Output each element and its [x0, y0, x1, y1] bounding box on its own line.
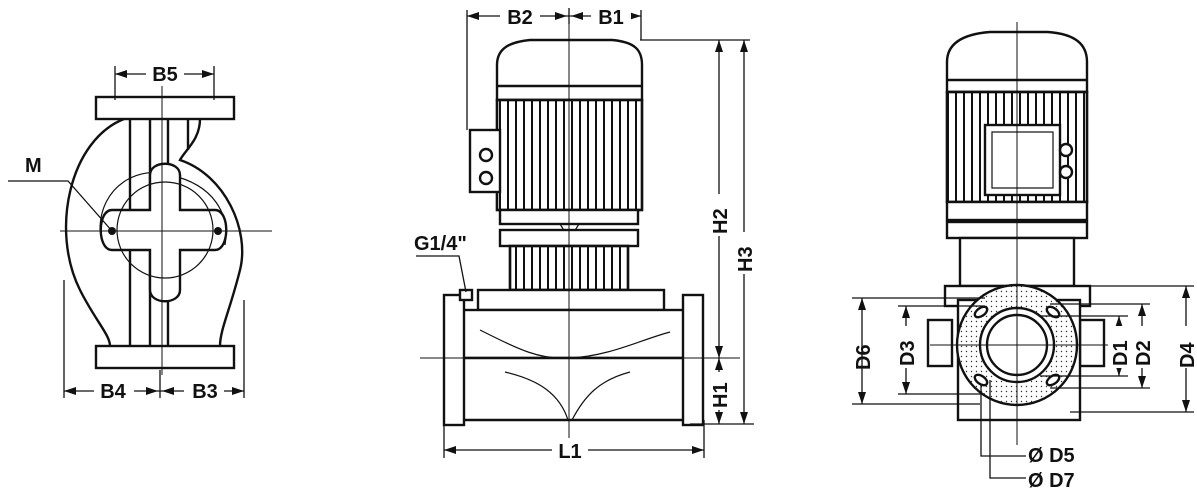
label-b1: B1 [598, 7, 624, 29]
label-b2: B2 [507, 7, 533, 29]
pump-housing-lower [458, 356, 687, 422]
label-b4: B4 [100, 381, 126, 403]
middle-view-pump: B2 B1 G1/4" L1 H2 H3 H1 [414, 4, 757, 463]
label-h1: H1 [710, 382, 732, 408]
label-d4: D4 [1177, 342, 1197, 368]
label-b3: B3 [192, 381, 218, 403]
label-d2: D2 [1133, 340, 1155, 366]
label-d5: Ø D5 [1028, 445, 1075, 467]
pump-housing-upper [458, 308, 687, 360]
right-flange [681, 293, 705, 427]
label-b5: B5 [152, 64, 178, 86]
label-d6: D6 [853, 344, 875, 370]
label-h2: H2 [710, 208, 732, 234]
terminal-box-front [983, 123, 1062, 197]
label-m: M [25, 155, 42, 177]
bottom-flange [94, 344, 236, 370]
top-flange [94, 95, 236, 121]
label-d1: D1 [1110, 340, 1132, 366]
label-g14: G1/4" [414, 233, 467, 255]
label-h3: H3 [735, 246, 757, 272]
left-flange [442, 293, 466, 427]
label-d3: D3 [897, 340, 919, 366]
left-view-casing: B5 M B4 B3 [8, 62, 272, 403]
right-view-pump: D6 D3 D1 D2 D4 Ø D5 Ø [852, 22, 1197, 492]
cross-body [99, 162, 228, 303]
label-l1: L1 [558, 441, 581, 463]
label-d7: Ø D7 [1028, 470, 1075, 492]
